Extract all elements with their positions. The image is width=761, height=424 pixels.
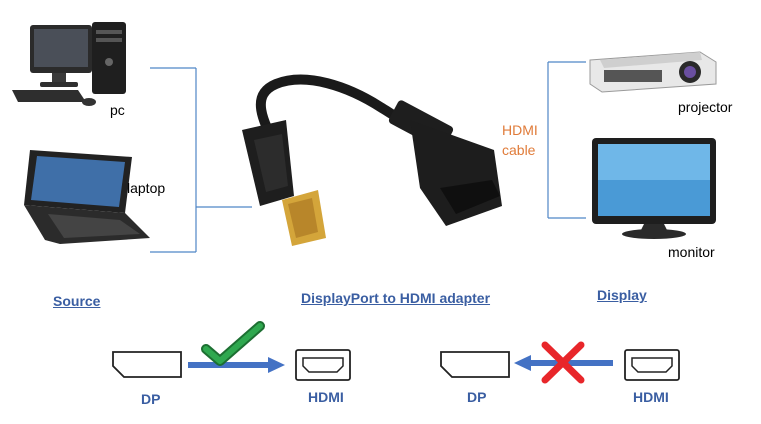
source-header: Source	[53, 293, 101, 309]
right-dp-label: DP	[467, 389, 487, 405]
source-connector-lines	[150, 67, 252, 253]
arrow-dp-to-hdmi	[188, 357, 285, 373]
monitor-icon	[592, 138, 716, 239]
display-header: Display	[597, 287, 647, 303]
projector-label: projector	[678, 99, 733, 115]
right-hdmi-label: HDMI	[633, 389, 669, 405]
display-connector-lines	[547, 61, 586, 219]
hdmi-port-icon	[295, 349, 351, 381]
dp-port-icon	[112, 351, 182, 378]
hdmi-port-icon	[624, 349, 680, 381]
left-hdmi-label: HDMI	[308, 389, 344, 405]
laptop-label: laptop	[127, 180, 166, 196]
pc-label: pc	[110, 102, 125, 118]
left-dp-label: DP	[141, 391, 161, 407]
check-icon	[201, 321, 265, 366]
monitor-label: monitor	[668, 244, 715, 260]
laptop-icon	[24, 150, 150, 244]
hdmi-cable-label: HDMI cable	[502, 120, 538, 160]
dp-port-icon	[440, 351, 510, 378]
projector-icon	[589, 51, 717, 93]
adapter-cable-icon	[242, 74, 502, 246]
adapter-header: DisplayPort to HDMI adapter	[301, 290, 491, 306]
hdmi-cable-label-line2: cable	[502, 142, 536, 158]
arrow-hdmi-to-dp	[514, 355, 613, 371]
desktop-pc-icon	[12, 22, 126, 106]
cross-icon	[541, 341, 585, 384]
hdmi-cable-label-line1: HDMI	[502, 122, 538, 138]
